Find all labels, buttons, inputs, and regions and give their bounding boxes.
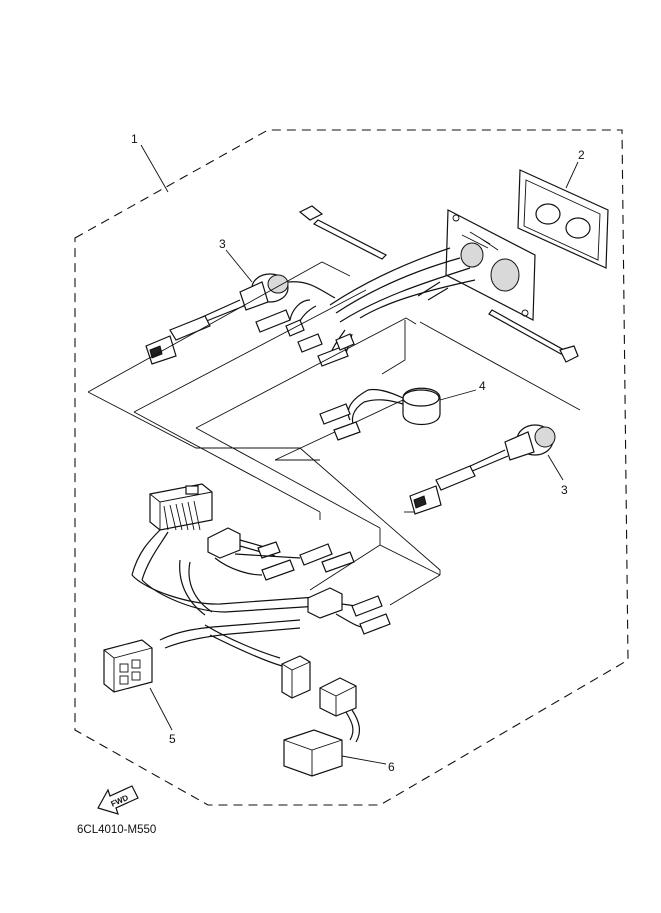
callout-3-lower: 3 <box>561 483 568 497</box>
routing-lines <box>87 261 581 606</box>
panel-grommet <box>517 169 609 269</box>
receptacle-connector-lower <box>409 424 556 515</box>
leader-lines <box>140 144 579 765</box>
callout-5: 5 <box>169 732 176 746</box>
callout-1: 1 <box>131 132 138 146</box>
callout-6: 6 <box>388 760 395 774</box>
cable-tie-upper <box>298 205 388 260</box>
mounting-plate <box>445 209 536 321</box>
assembly-boundary <box>74 129 629 806</box>
callout-2: 2 <box>578 148 585 162</box>
bullet-connectors-upper <box>255 309 355 367</box>
sub-harness <box>103 483 391 699</box>
diagram-code: 6CL4010-M550 <box>77 824 156 836</box>
callout-3-upper: 3 <box>219 237 226 251</box>
cable-tie-lower <box>488 309 579 363</box>
relay-unit <box>283 677 361 777</box>
callout-4: 4 <box>479 379 486 393</box>
receptacle-connector-upper <box>145 273 336 365</box>
regulator-unit <box>319 387 441 441</box>
fwd-arrow-icon: FWD <box>97 785 139 815</box>
